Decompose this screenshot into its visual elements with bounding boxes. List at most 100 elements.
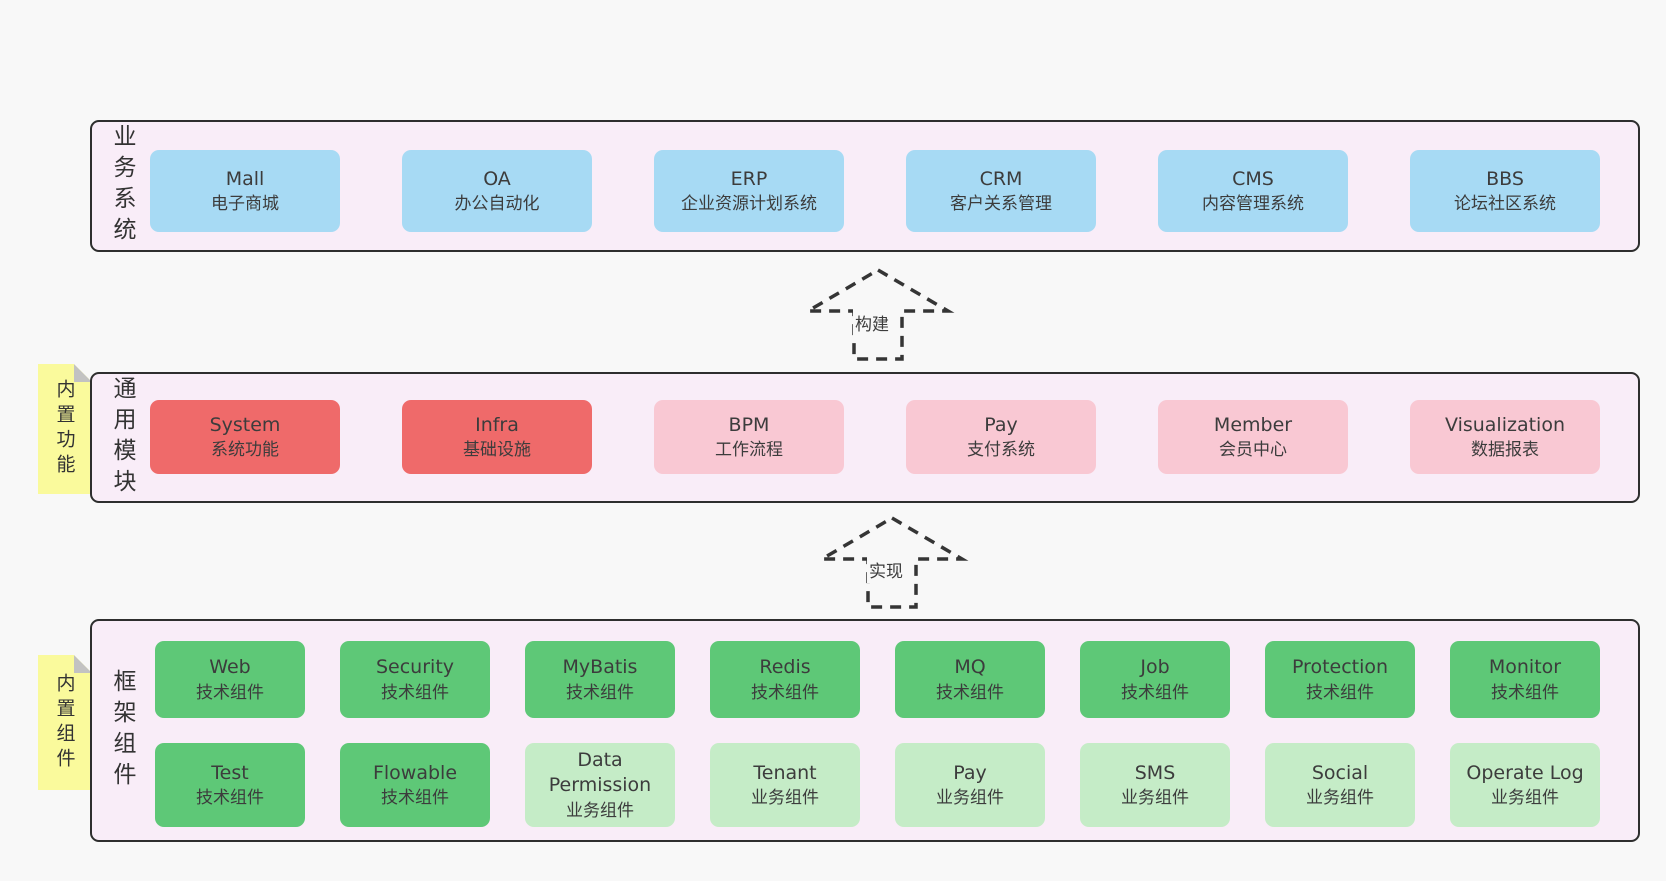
box-mall: Mall 电子商城 <box>150 150 340 232</box>
box-flowable: Flowable 技术组件 <box>340 743 490 827</box>
sticky-note-built-in-components: 内置组件 <box>38 655 92 790</box>
box-title: Flowable <box>372 761 458 784</box>
box-subtitle: 内容管理系统 <box>1202 194 1304 215</box>
box-title: Mall <box>225 167 265 190</box>
band-modules-label: 通用模块 <box>109 375 135 500</box>
box-title: CRM <box>979 167 1023 190</box>
box-cms: CMS 内容管理系统 <box>1158 150 1348 232</box>
box-title: Social <box>1311 761 1369 784</box>
box-subtitle: 办公自动化 <box>454 194 540 215</box>
box-subtitle: 技术组件 <box>381 788 449 809</box>
box-title: Operate Log <box>1466 761 1584 784</box>
box-redis: Redis 技术组件 <box>710 641 860 718</box>
box-subtitle: 支付系统 <box>967 440 1035 461</box>
box-subtitle: 技术组件 <box>1121 682 1189 703</box>
box-subtitle: 客户关系管理 <box>950 194 1052 215</box>
box-subtitle: 论坛社区系统 <box>1454 194 1556 215</box>
box-subtitle: 技术组件 <box>196 788 264 809</box>
box-visualization: Visualization 数据报表 <box>1410 400 1600 474</box>
box-title: BBS <box>1486 167 1524 190</box>
box-pay-business: Pay 业务组件 <box>895 743 1045 827</box>
box-title: CMS <box>1232 167 1274 190</box>
band-common-modules: 通用模块 System 系统功能 Infra 基础设施 BPM 工作流程 Pay… <box>90 372 1640 503</box>
box-mq: MQ 技术组件 <box>895 641 1045 718</box>
box-title: Pay <box>953 761 987 784</box>
box-social: Social 业务组件 <box>1265 743 1415 827</box>
box-subtitle: 业务组件 <box>751 788 819 809</box>
box-title: Job <box>1140 656 1170 679</box>
box-title: OA <box>483 167 511 190</box>
box-bpm: BPM 工作流程 <box>654 400 844 474</box>
box-pay: Pay 支付系统 <box>906 400 1096 474</box>
arrow-up-build <box>801 267 955 361</box>
box-title: MQ <box>954 656 986 679</box>
box-subtitle: 业务组件 <box>1491 788 1559 809</box>
box-subtitle: 业务组件 <box>566 800 634 821</box>
box-subtitle: 技术组件 <box>566 682 634 703</box>
box-title: Member <box>1213 413 1293 436</box>
box-subtitle: 企业资源计划系统 <box>681 194 817 215</box>
box-subtitle: 技术组件 <box>381 682 449 703</box>
box-title: Pay <box>984 413 1018 436</box>
band-business-label: 业务系统 <box>109 124 135 248</box>
band-business-systems: 业务系统 Mall 电子商城 OA 办公自动化 ERP 企业资源计划系统 CRM… <box>90 120 1640 252</box>
box-subtitle: 系统功能 <box>211 440 279 461</box>
box-infra: Infra 基础设施 <box>402 400 592 474</box>
box-monitor: Monitor 技术组件 <box>1450 641 1600 718</box>
box-title: Web <box>209 656 251 679</box>
box-title: Tenant <box>753 761 817 784</box>
box-title: SMS <box>1134 761 1176 784</box>
box-subtitle: 技术组件 <box>936 682 1004 703</box>
box-subtitle: 技术组件 <box>1491 682 1559 703</box>
box-test: Test 技术组件 <box>155 743 305 827</box>
arrow-up-outline <box>815 515 969 609</box>
box-title: Visualization <box>1444 413 1565 436</box>
box-title: Security <box>375 656 455 679</box>
box-data-permission: Data Permission 业务组件 <box>525 743 675 827</box>
arrow-implement-label: 实现 <box>867 556 905 583</box>
box-subtitle: 基础设施 <box>463 440 531 461</box>
box-title: System <box>209 413 281 436</box>
box-bbs: BBS 论坛社区系统 <box>1410 150 1600 232</box>
box-subtitle: 会员中心 <box>1219 440 1287 461</box>
box-sms: SMS 业务组件 <box>1080 743 1230 827</box>
box-title: ERP <box>730 167 768 190</box>
box-tenant: Tenant 业务组件 <box>710 743 860 827</box>
sticky-label: 内置组件 <box>53 672 76 773</box>
box-crm: CRM 客户关系管理 <box>906 150 1096 232</box>
band-framework-components: 框架组件 Web 技术组件 Security 技术组件 MyBatis 技术组件… <box>90 619 1640 842</box>
box-title: Protection <box>1291 656 1389 679</box>
box-subtitle: 业务组件 <box>936 788 1004 809</box>
box-subtitle: 工作流程 <box>715 440 783 461</box>
box-operate-log: Operate Log 业务组件 <box>1450 743 1600 827</box>
band-components-label: 框架组件 <box>109 668 135 793</box>
box-erp: ERP 企业资源计划系统 <box>654 150 844 232</box>
sticky-label: 内置功能 <box>53 379 76 479</box>
box-title: Infra <box>475 413 519 436</box>
box-title: Test <box>211 761 249 784</box>
box-protection: Protection 技术组件 <box>1265 641 1415 718</box>
box-title: MyBatis <box>562 656 638 679</box>
box-subtitle: 业务组件 <box>1306 788 1374 809</box>
box-subtitle: 技术组件 <box>196 682 264 703</box>
box-security: Security 技术组件 <box>340 641 490 718</box>
box-subtitle: 技术组件 <box>751 682 819 703</box>
box-system: System 系统功能 <box>150 400 340 474</box>
box-job: Job 技术组件 <box>1080 641 1230 718</box>
box-title: Redis <box>759 656 811 679</box>
box-subtitle: 数据报表 <box>1471 440 1539 461</box>
box-subtitle: 电子商城 <box>211 194 279 215</box>
box-mybatis: MyBatis 技术组件 <box>525 641 675 718</box>
arrow-up-outline <box>801 267 955 361</box>
box-web: Web 技术组件 <box>155 641 305 718</box>
arrow-build-label: 构建 <box>853 309 891 336</box>
sticky-note-built-in-features: 内置功能 <box>38 364 92 494</box>
box-title: BPM <box>728 413 770 436</box>
arrow-up-implement <box>815 515 969 609</box>
box-member: Member 会员中心 <box>1158 400 1348 474</box>
box-title: Data Permission <box>548 749 652 796</box>
box-title: Monitor <box>1488 656 1562 679</box>
box-oa: OA 办公自动化 <box>402 150 592 232</box>
box-subtitle: 业务组件 <box>1121 788 1189 809</box>
